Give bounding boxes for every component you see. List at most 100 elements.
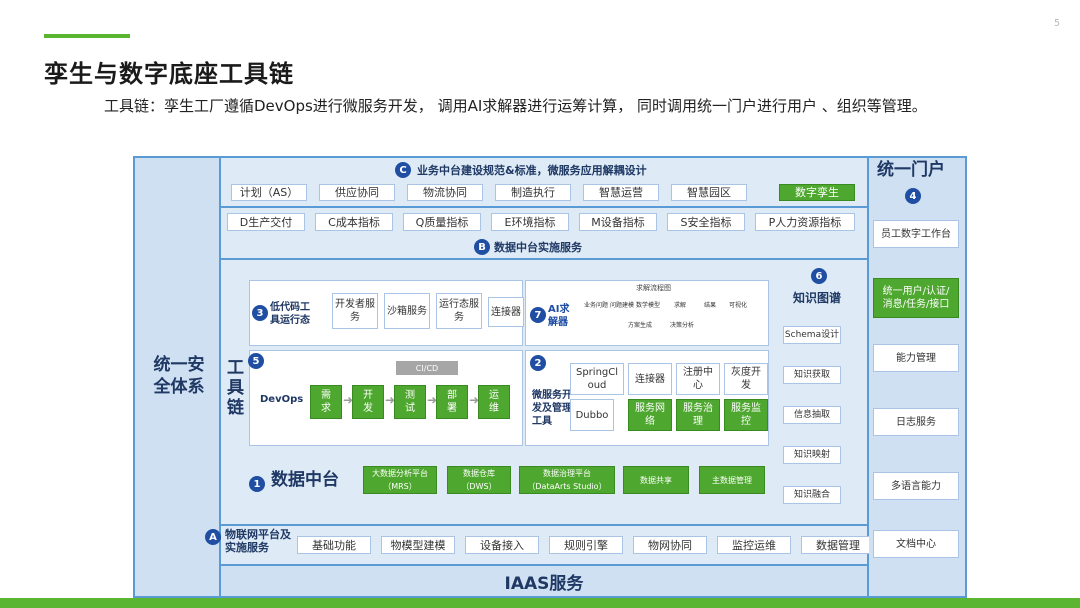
knowledge-item: 知识融合 <box>783 486 841 504</box>
a-item: 基础功能 <box>297 536 371 554</box>
section-c-badge: C <box>395 162 411 178</box>
devops-stage: 开发 <box>352 385 384 419</box>
a-item: 监控运维 <box>717 536 791 554</box>
ai-solver-title: AI求解器 <box>548 304 570 328</box>
ai-flow-title: 求解流程图 <box>636 284 671 292</box>
b-item: E环境指标 <box>491 213 569 231</box>
c-item: 智慧园区 <box>671 184 747 201</box>
microservice-item: 注册中心 <box>676 363 720 395</box>
section-a-title: 物联网平台及实施服务 <box>225 528 291 554</box>
a-item: 物模型建模 <box>381 536 455 554</box>
data-platform-title: 数据中台 <box>271 470 339 490</box>
low-code-item: 运行态服务 <box>436 293 482 329</box>
devops-arrow: ➜ <box>427 393 438 407</box>
ai-step: 求解 <box>673 301 686 309</box>
devops-stage: 部署 <box>436 385 468 419</box>
knowledge-item: 知识获取 <box>783 366 841 384</box>
a-item: 数据管理 <box>801 536 875 554</box>
portal-item: 员工数字工作台 <box>873 220 959 248</box>
portal-item: 日志服务 <box>873 408 959 436</box>
microservice-title: 微服务开发及管理工具 <box>532 390 572 427</box>
low-code-item: 沙箱服务 <box>384 293 430 329</box>
ai-solver-box: 7 AI求解器 求解流程图 业务问题问题建模数学模型 求解 结果 可视化 方案生成 决策… <box>525 280 769 346</box>
a-item: 规则引擎 <box>549 536 623 554</box>
data-platform-badge: 1 <box>249 476 265 492</box>
low-code-item: 连接器 <box>488 297 524 327</box>
iaas-bar: IAAS服务 <box>221 566 867 596</box>
section-a-badge: A <box>205 529 221 545</box>
low-code-badge: 3 <box>252 305 268 321</box>
security-label: 统一安全体系 <box>153 355 205 397</box>
ai-step: 问题建模 <box>610 301 635 309</box>
portal-item: 文档中心 <box>873 530 959 558</box>
microservice-item: 连接器 <box>628 363 672 395</box>
bottom-accent-bar <box>0 598 1080 608</box>
devops-stage: 测试 <box>394 385 426 419</box>
ai-step: 结果 <box>703 301 716 309</box>
b-item: S安全指标 <box>667 213 745 231</box>
page-title: 孪生与数字底座工具链 <box>44 60 294 88</box>
section-b-badge: B <box>474 239 490 255</box>
a-item: 设备接入 <box>465 536 539 554</box>
c-item: 数字孪生 <box>779 184 855 201</box>
c-item: 制造执行 <box>495 184 571 201</box>
ai-step: 可视化 <box>728 301 747 309</box>
iaas-label: IAAS服务 <box>504 573 584 594</box>
section-c: C 业务中台建设规范&标准，微服务应用解耦设计 计划（AS） 供应协同物流协同制造… <box>221 158 867 206</box>
b-item: P人力资源指标 <box>755 213 855 231</box>
description-text: 工具链：孪生工厂遵循DevOps进行微服务开发， 调用AI求解器进行运筹计算， … <box>104 97 927 115</box>
microservice-item: 服务网络 <box>628 399 672 431</box>
devops-stage: 需求 <box>310 385 342 419</box>
microservice-item: 服务监控 <box>724 399 768 431</box>
low-code-title: 低代码工具运行态 <box>270 302 310 326</box>
c-item: 计划（AS） <box>231 184 307 201</box>
ai-step: 业务问题 <box>584 301 609 309</box>
knowledge-graph-title: 知识图谱 <box>793 291 842 305</box>
security-panel: 统一安全体系 <box>135 158 219 596</box>
knowledge-item: 信息抽取 <box>783 406 841 424</box>
b-item: C成本指标 <box>315 213 393 231</box>
devops-stage: 运维 <box>478 385 510 419</box>
ai-step: 数学模型 <box>636 301 661 309</box>
c-item: 物流协同 <box>407 184 483 201</box>
b-item: M设备指标 <box>579 213 657 231</box>
c-item: 供应协同 <box>319 184 395 201</box>
toolchain-label: 工具链 <box>227 358 244 418</box>
page-number: 5 <box>1053 18 1060 29</box>
microservice-item: 服务治理 <box>676 399 720 431</box>
microservice-item: Dubbo <box>570 399 614 431</box>
knowledge-graph-panel: 6 知识图谱 Schema设计知识获取信息抽取知识映射知识融合 <box>777 266 863 512</box>
devops-box: 5 DevOps CI/CD 需求➜开发➜测试➜部署➜运维 <box>248 350 523 446</box>
a-item: 物网协同 <box>633 536 707 554</box>
microservice-badge: 2 <box>530 355 546 371</box>
section-c-title: 业务中台建设规范&标准，微服务应用解耦设计 <box>417 164 647 177</box>
portal-item: 多语言能力 <box>873 472 959 500</box>
microservice-item: 灰度开发 <box>724 363 768 395</box>
b-item: Q质量指标 <box>403 213 481 231</box>
knowledge-graph-badge: 6 <box>811 268 827 284</box>
ai-sub-step: 方案生成 <box>627 321 652 329</box>
portal-item: 能力管理 <box>873 344 959 372</box>
data-platform-item: 数据仓库（DWS） <box>447 466 511 494</box>
portal-item: 统一用户/认证/消息/任务/接口 <box>873 278 959 318</box>
data-platform-item: 数据共享 <box>623 466 689 494</box>
section-a: A 物联网平台及实施服务 基础功能物模型建模设备接入规则引擎物网协同监控运维数据… <box>205 526 875 564</box>
devops-arrow: ➜ <box>469 393 480 407</box>
toolchain-area: 工具链 3 低代码工具运行态 开发者服务沙箱服务运行态服务连接器 7 AI求解器… <box>221 260 867 524</box>
devops-title: DevOps <box>260 394 304 405</box>
portal-title: 统一门户 <box>877 160 945 180</box>
devops-arrow: ➜ <box>385 393 396 407</box>
low-code-box: 3 低代码工具运行态 开发者服务沙箱服务运行态服务连接器 <box>249 280 524 346</box>
ai-solver-badge: 7 <box>530 307 546 323</box>
b-item: D生产交付 <box>227 213 305 231</box>
knowledge-item: Schema设计 <box>783 326 841 344</box>
portal-badge: 4 <box>905 188 921 204</box>
c-item: 智慧运营 <box>583 184 659 201</box>
data-platform-item: 大数据分析平台（MRS） <box>363 466 437 494</box>
knowledge-item: 知识映射 <box>783 446 841 464</box>
devops-arrow: ➜ <box>343 393 354 407</box>
ai-sub-step: 决策分析 <box>669 321 694 329</box>
architecture-diagram: 统一安全体系 C 业务中台建设规范&标准，微服务应用解耦设计 计划（AS） 供应协… <box>133 156 967 598</box>
